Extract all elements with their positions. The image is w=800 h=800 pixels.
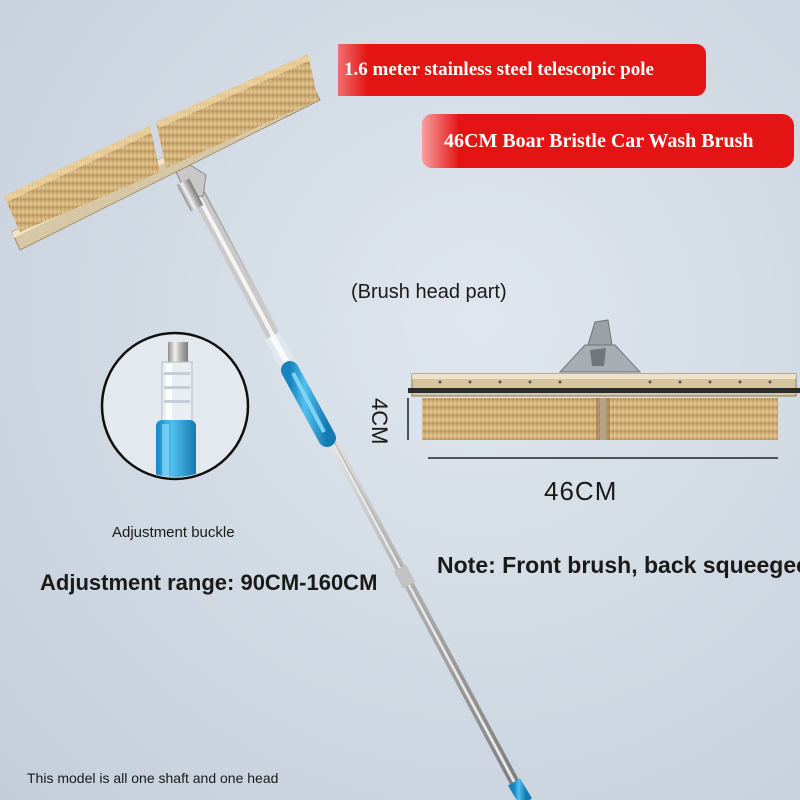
width-dimension-label: 46CM [544,476,618,506]
pole-banner: 1.6 meter stainless steel telescopic pol… [338,44,706,96]
note-label: Note: Front brush, back squeegee [437,552,800,578]
brush-head-main [4,54,321,251]
buckle-zoom-circle [100,331,250,481]
adjustment-buckle-label: Adjustment buckle [112,524,235,541]
brush-head-detail [408,319,800,440]
brush-banner: 46CM Boar Bristle Car Wash Brush [422,114,794,168]
adjustment-range-label: Adjustment range: 90CM-160CM [40,570,378,595]
height-dimension-label: 4CM [367,398,392,445]
telescopic-pole [187,173,533,800]
model-info-label: This model is all one shaft and one head [27,770,279,786]
brush-head-label: (Brush head part) [351,281,507,303]
